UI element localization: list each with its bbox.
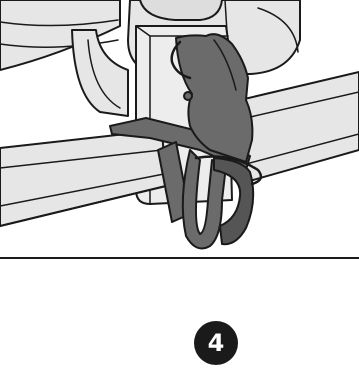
left-rail [0,130,166,226]
left-tube [72,30,128,116]
right-rail [240,72,359,182]
step-number-badge: 4 [194,321,238,365]
step-number: 4 [208,331,225,355]
strap-loops [183,150,261,248]
assembly-illustration [0,0,359,262]
